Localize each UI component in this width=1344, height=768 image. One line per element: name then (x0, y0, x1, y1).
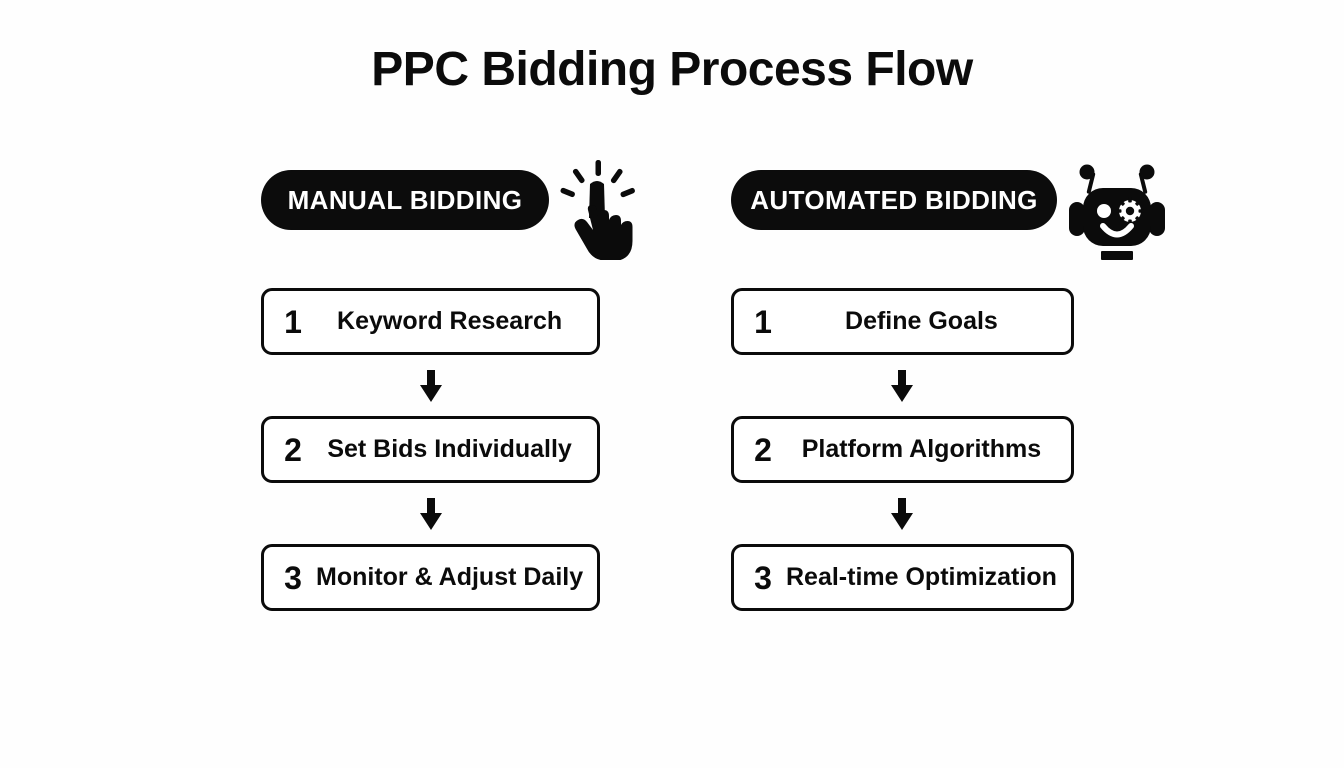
manual-header-row: MANUAL BIDDING (261, 160, 635, 260)
step-number: 3 (284, 559, 302, 596)
down-arrow-icon (261, 483, 600, 544)
down-arrow-icon (731, 355, 1074, 416)
step-box[interactable]: 1 Define Goals (731, 288, 1074, 355)
step-box[interactable]: 3 Real-time Optimization (731, 544, 1074, 611)
step-number: 2 (754, 431, 772, 468)
down-arrow-icon (261, 355, 600, 416)
step-box[interactable]: 3 Monitor & Adjust Daily (261, 544, 601, 611)
down-arrow-icon (731, 483, 1074, 544)
automated-header-row: AUTOMATED BIDDING (731, 164, 1165, 260)
step-label: Keyword Research (337, 307, 563, 335)
manual-steps-list: 1 Keyword Research 2 Set Bids Individual… (261, 288, 601, 611)
robot-head-icon (1063, 158, 1171, 262)
column-manual-bidding: MANUAL BIDDING (261, 160, 635, 611)
step-label: Real-time Optimization (786, 563, 1057, 591)
step-number: 3 (754, 559, 772, 596)
automated-bidding-pill[interactable]: AUTOMATED BIDDING (731, 170, 1057, 230)
step-number: 2 (284, 431, 302, 468)
step-label: Set Bids Individually (327, 435, 572, 463)
step-number: 1 (754, 303, 772, 340)
page-title: PPC Bidding Process Flow (371, 43, 973, 96)
step-label: Monitor & Adjust Daily (316, 563, 584, 591)
step-label: Platform Algorithms (801, 435, 1042, 463)
step-box[interactable]: 1 Keyword Research (261, 288, 601, 355)
step-label: Define Goals (845, 307, 998, 335)
step-box[interactable]: 2 Set Bids Individually (261, 416, 601, 483)
step-box[interactable]: 2 Platform Algorithms (731, 416, 1074, 483)
column-automated-bidding: AUTOMATED BIDDING (731, 164, 1165, 611)
manual-bidding-pill[interactable]: MANUAL BIDDING (261, 170, 549, 230)
step-number: 1 (284, 303, 302, 340)
pointing-hand-click-icon (557, 158, 649, 262)
automated-steps-list: 1 Define Goals 2 Platform Algorithms 3 R… (731, 288, 1074, 611)
